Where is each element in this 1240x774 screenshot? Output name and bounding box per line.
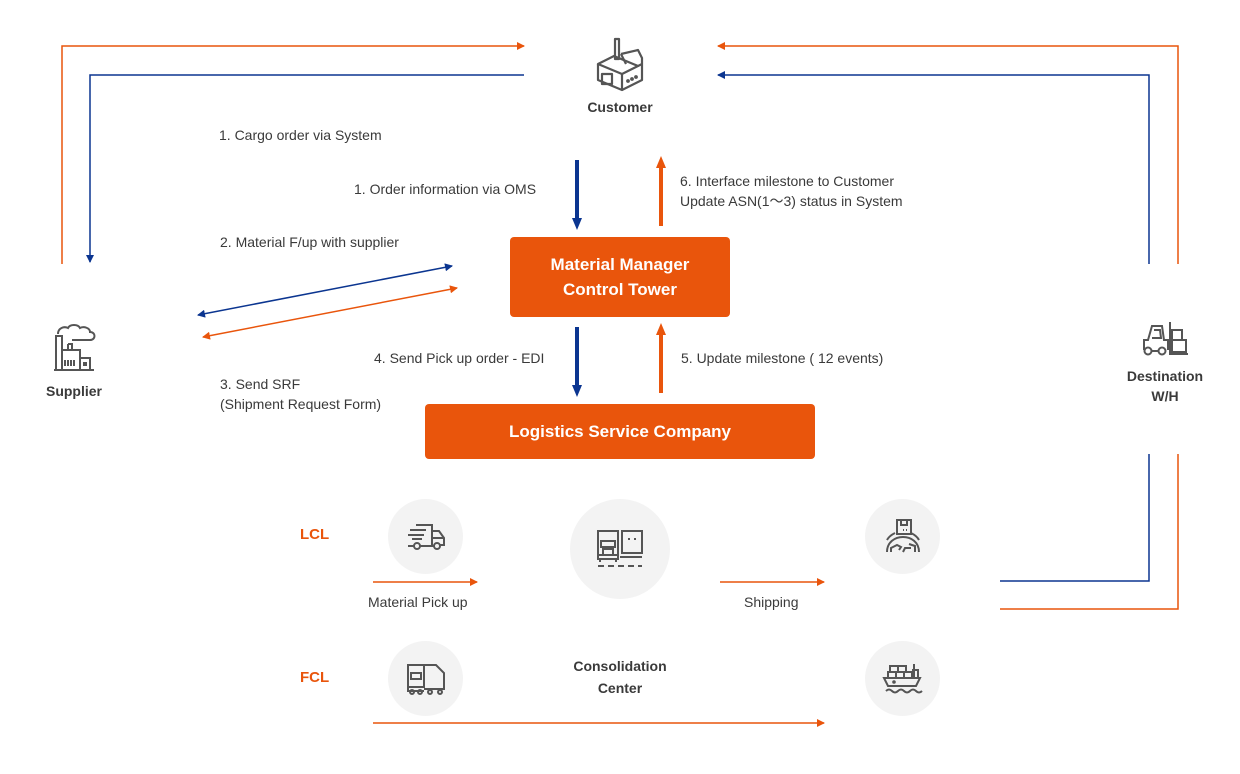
consolidation-center-circle: [570, 499, 670, 599]
container-truck-icon: [406, 663, 445, 695]
factory-box-icon: [596, 37, 644, 92]
lsc-label: Logistics Service Company: [508, 422, 732, 441]
truck-dock-icon: [597, 530, 643, 567]
consolidation-line2: Center: [597, 680, 643, 696]
step-6-line2: Update ASN(1～3) status in System: [680, 193, 903, 209]
step-3-line2: (Shipment Request Form): [220, 396, 382, 412]
consolidation-center-label: Consolidation Center: [560, 656, 680, 698]
logistics-service-company-box: Logistics Service Company: [425, 404, 815, 459]
control-tower-line1: Material Manager: [550, 255, 690, 274]
material-followup-arrow: [197, 263, 453, 318]
material-pickup-label: Material Pick up: [368, 594, 468, 610]
control-tower-box: Material Manager Control Tower: [510, 237, 730, 317]
lcl-shipping-circle: [865, 499, 940, 574]
control-tower-line2: Control Tower: [563, 280, 677, 299]
global-shipping-icon: [885, 518, 920, 552]
destination-label-line2: W/H: [1151, 388, 1179, 404]
lcl-label: LCL: [300, 526, 330, 543]
customer-to-supplier-line: [86, 74, 524, 263]
fcl-pickup-circle: [388, 641, 463, 716]
forklift-icon: [1143, 322, 1188, 356]
supplier-node: [50, 322, 100, 372]
destination-to-customer-orange-line: [717, 42, 1179, 264]
step-5-update-milestone: 5. Update milestone ( 12 events): [681, 350, 884, 366]
destination-node: [1140, 320, 1190, 358]
shipping-label: Shipping: [744, 594, 799, 610]
delivery-truck-icon: [407, 523, 445, 550]
step-2-material-followup: 2. Material F/up with supplier: [220, 234, 399, 250]
fcl-shipping-circle: [865, 641, 940, 716]
step-1-order-info: 1. Order information via OMS: [354, 181, 537, 197]
step-3-line1: 3. Send SRF: [220, 376, 301, 392]
step-6-line1: 6. Interface milestone to Customer: [680, 173, 894, 189]
fcl-label: FCL: [300, 669, 330, 686]
destination-label: Destination W/H: [1105, 366, 1225, 406]
step-3-send-srf: 3. Send SRF (Shipment Request Form): [220, 374, 381, 414]
send-srf-arrow: [202, 285, 458, 340]
cargo-ship-icon: [881, 663, 923, 693]
shipping-to-destination-orange-line: [1000, 454, 1179, 610]
step-6-interface-milestone: 6. Interface milestone to Customer Updat…: [680, 171, 903, 211]
destination-to-customer-navy-line: [717, 71, 1150, 264]
supplier-to-customer-line: [61, 42, 525, 264]
shipping-to-destination-navy-line: [1000, 454, 1150, 582]
step-1-cargo-order: 1. Cargo order via System: [219, 127, 382, 143]
destination-label-line1: Destination: [1126, 368, 1204, 384]
customer-label: Customer: [587, 99, 653, 115]
lcl-pickup-circle: [388, 499, 463, 574]
supplier-label: Supplier: [45, 383, 102, 399]
consolidation-line1: Consolidation: [573, 658, 667, 674]
step-4-pickup-order: 4. Send Pick up order - EDI: [374, 350, 545, 366]
factory-smoke-icon: [54, 324, 96, 371]
customer-node: [590, 36, 650, 92]
